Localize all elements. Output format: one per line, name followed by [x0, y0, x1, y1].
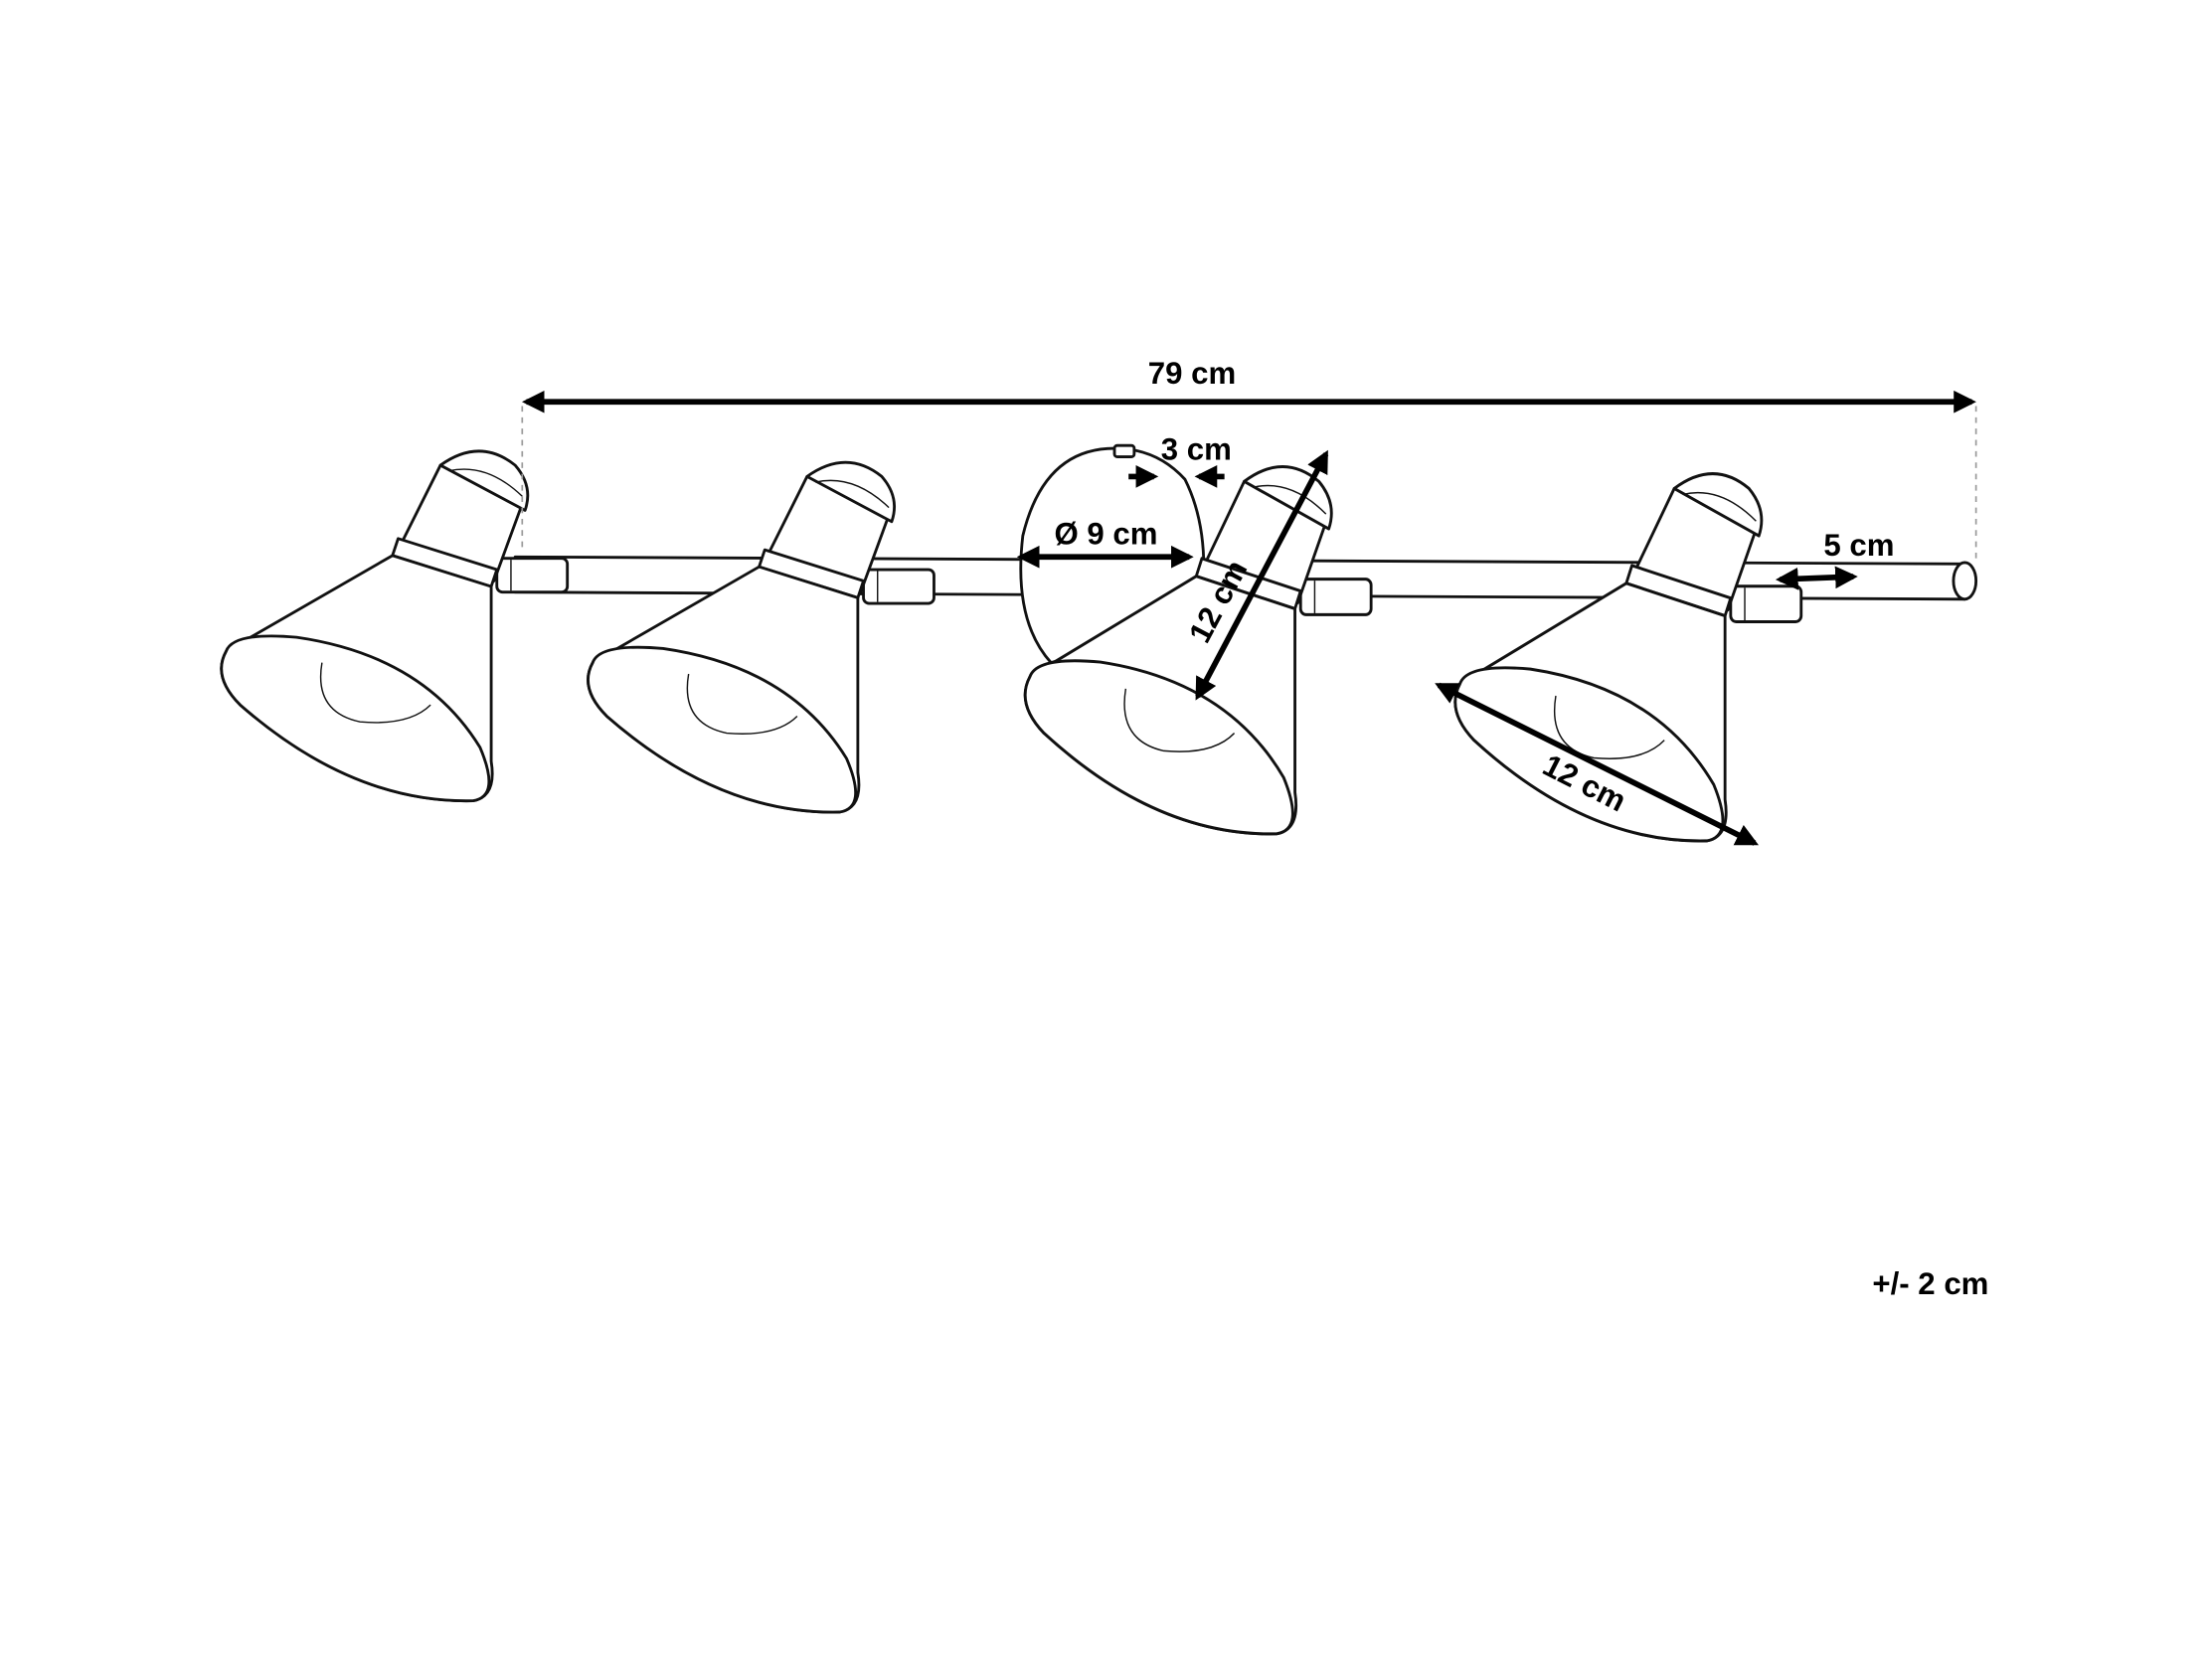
rod-end-label: 5 cm [1823, 528, 1894, 563]
length-label: 79 cm [1148, 356, 1236, 391]
shade-height-arrow [1195, 449, 1329, 701]
diameter-label: Ø 9 cm [1054, 516, 1157, 551]
rod-end-arrow [1775, 566, 1858, 590]
lamp-2 [587, 460, 936, 814]
tolerance-note: +/- 2 cm [1872, 1266, 1988, 1301]
shade-diameter-arrow [1435, 682, 1760, 846]
depth-label: 3 cm [1161, 431, 1232, 466]
lamp-1 [220, 449, 570, 803]
